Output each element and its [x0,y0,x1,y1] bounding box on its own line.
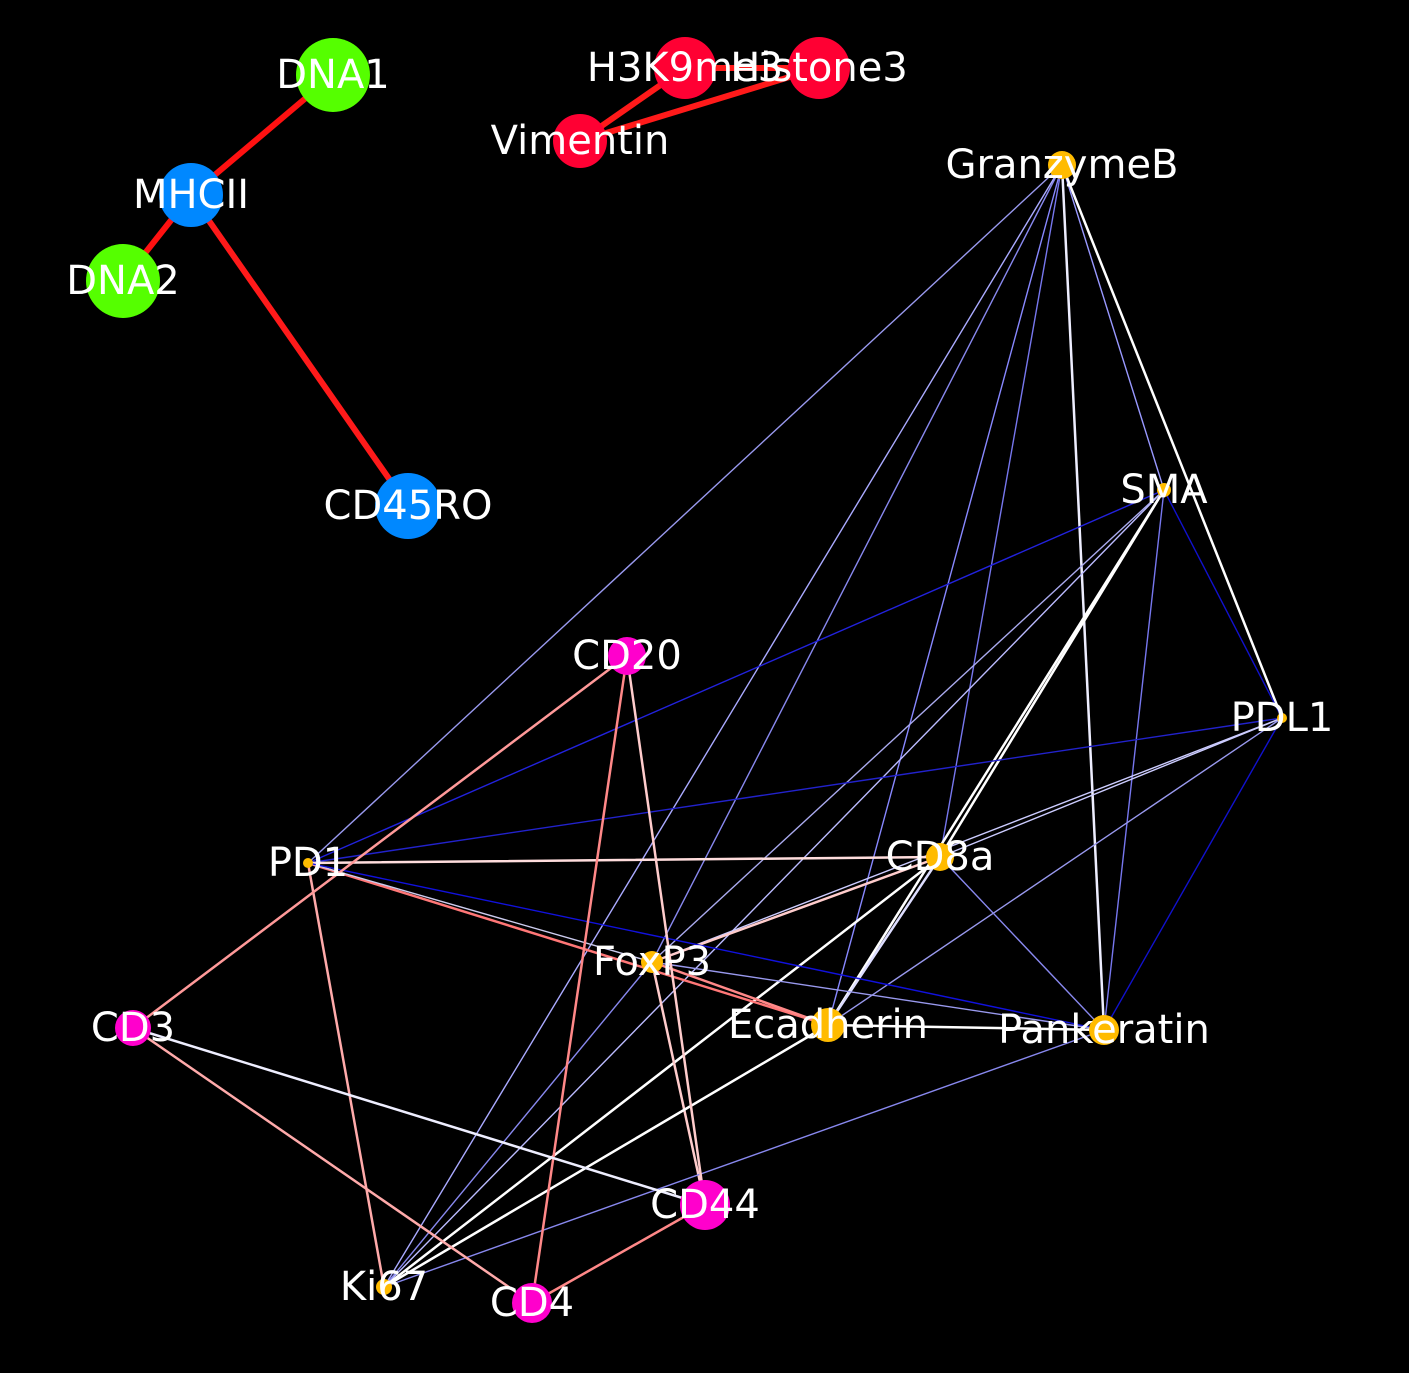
edge-foxp3-pankeratin [651,961,1105,1031]
node-label-dna2: DNA2 [66,258,180,304]
edges-layer [120,65,1284,1305]
edge-granzymeb-ecadherin [827,164,1063,1026]
node-mhcii[interactable] [159,163,223,227]
edge-cd3-cd44 [131,1026,707,1207]
edge-cd3-cd4 [131,1026,534,1305]
nodes-layer [86,37,1287,1323]
edge-sma-pd1 [307,489,1165,864]
node-cd20[interactable] [608,637,646,675]
edge-ecadherin-pankeratin [826,1023,1106,1032]
edge-pdl1-pankeratin [1103,717,1283,1031]
edge-foxp3-ecadherin [650,960,830,1027]
node-label-ki67: Ki67 [340,1264,428,1310]
node-label-sma: SMA [1120,467,1208,513]
node-label-vimentin: Vimentin [491,118,670,164]
edge-cd20-cd3 [131,654,629,1030]
node-vimentin[interactable] [553,114,607,168]
edge-pdl1-cd8a [939,717,1283,858]
edge-sma-ecadherin [826,488,1166,1027]
node-cd44[interactable] [680,1180,730,1230]
node-cd4[interactable] [512,1283,552,1323]
node-label-foxp3: FoxP3 [593,939,711,985]
edge-granzymeb-pd1 [307,164,1063,864]
edge-granzymeb-ki67 [383,164,1063,1288]
edge-pd1-pankeratin [307,862,1105,1031]
node-cd3[interactable] [115,1010,151,1046]
edge-cd44-cd4 [530,1203,707,1305]
edge-pdl1-foxp3 [651,717,1283,963]
node-label-cd4: CD4 [490,1280,574,1326]
edge-granzymeb-pdl1 [1060,163,1284,720]
node-h3k9me3[interactable] [654,37,716,99]
edge-sma-foxp3 [651,489,1165,963]
node-label-pd1: PD1 [268,840,348,886]
edge-cd8a-foxp3 [650,855,942,964]
edge-granzymeb-cd8a [939,164,1063,858]
node-dna2[interactable] [86,244,160,318]
node-label-pdl1: PDL1 [1231,695,1334,741]
edge-ecadherin-ki67 [382,1023,830,1289]
node-label-mhcii: MHCII [133,172,249,218]
edge-vimentin-histone3 [577,65,822,144]
edge-cd20-cd4 [530,654,629,1305]
node-foxp3[interactable] [641,951,663,973]
edge-pdl1-pd1 [307,717,1283,864]
node-label-cd45ro: CD45RO [324,483,493,529]
edge-cd8a-ki67 [382,855,942,1289]
node-label-pankeratin: Pankeratin [998,1007,1210,1053]
edge-granzymeb-pankeratin [1060,163,1106,1032]
node-cd45ro[interactable] [375,473,441,539]
node-label-cd44: CD44 [650,1182,760,1228]
edge-foxp3-cd44 [650,960,707,1207]
node-label-cd20: CD20 [572,633,682,679]
edge-pdl1-ecadherin [827,717,1283,1026]
edge-mhcii-cd45ro [188,192,411,509]
edge-granzymeb-foxp3 [651,164,1063,963]
node-ecadherin[interactable] [811,1008,845,1042]
edge-cd8a-pankeratin [939,856,1105,1031]
edge-sma-ki67 [383,489,1165,1288]
node-label-h3k9me3: H3K9me3 [587,45,783,91]
edge-cd20-cd44 [625,654,707,1207]
node-pd1[interactable] [303,858,313,868]
edge-sma-pdl1 [1163,489,1283,719]
node-cd8a[interactable] [926,843,954,871]
node-label-ecadherin: Ecadherin [728,1002,928,1048]
node-dna1[interactable] [296,38,370,112]
edge-sma-pankeratin [1103,489,1165,1031]
node-label-cd8a: CD8a [886,834,995,880]
edge-pankeratin-ki67 [383,1029,1105,1288]
edge-cd8a-ecadherin [826,855,942,1027]
node-histone3[interactable] [788,37,850,99]
edge-pd1-ecadherin [306,861,830,1027]
node-pankeratin[interactable] [1089,1015,1119,1045]
node-label-dna1: DNA1 [276,52,390,98]
node-label-histone3: Histone3 [730,45,908,91]
edge-pd1-foxp3 [307,862,653,963]
edge-cd8a-pd1 [306,855,942,865]
node-ki67[interactable] [376,1279,392,1295]
node-pdl1[interactable] [1277,713,1287,723]
edge-pd1-ki67 [306,861,386,1289]
node-label-granzymeb: GranzymeB [946,142,1179,188]
edge-granzymeb-sma [1061,164,1165,491]
node-sma[interactable] [1157,483,1171,497]
node-label-cd3: CD3 [91,1005,175,1051]
node-granzymeb[interactable] [1048,151,1076,179]
